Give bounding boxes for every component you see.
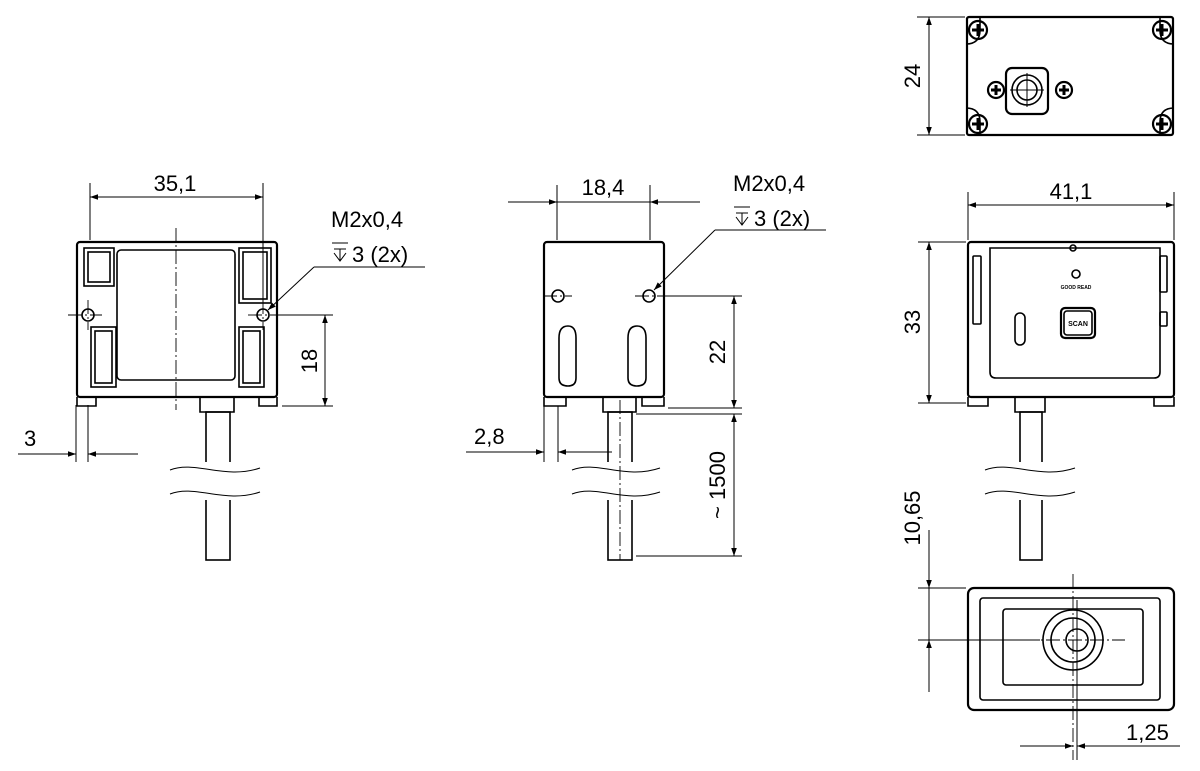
front-thread-line2: 3 (2x) <box>352 242 408 267</box>
screw-icon <box>986 80 1006 100</box>
side-thread-line2: 3 (2x) <box>754 206 810 231</box>
side-height-label: 22 <box>705 340 730 364</box>
screw-icon <box>1151 113 1173 135</box>
screw-icon <box>1151 19 1173 41</box>
depth-icon <box>734 206 750 226</box>
side-view: 18,4 22 ~ 1500 2,8 M2x0,4 3 (2x) <box>466 171 826 561</box>
led-label: GOOD READ <box>1061 285 1092 291</box>
rear-height-label: 33 <box>900 310 925 334</box>
front-width-label: 35,1 <box>154 171 197 196</box>
front-view: 35,1 18 3 M2x0,4 3 (2x) <box>18 171 425 561</box>
front-thread-line1: M2x0,4 <box>331 207 403 232</box>
screw-icon <box>1054 80 1074 100</box>
bottom-vertical-offset-label: 10,65 <box>900 490 925 545</box>
top-view: 24 <box>900 15 1175 137</box>
side-offset-label: 2,8 <box>474 424 505 449</box>
side-thread-line1: M2x0,4 <box>733 171 805 196</box>
front-height-label: 18 <box>297 349 322 373</box>
screw-icon <box>967 113 989 135</box>
bottom-view: 10,65 1,25 <box>900 490 1180 760</box>
top-height-label: 24 <box>900 64 925 88</box>
rear-view: GOOD READ SCAN 41,1 33 <box>900 179 1176 561</box>
front-offset-label: 3 <box>24 426 36 451</box>
rear-width-label: 41,1 <box>1050 179 1093 204</box>
side-cable-length-label: ~ 1500 <box>705 451 730 519</box>
side-width-label: 18,4 <box>582 175 625 200</box>
scan-button-label: SCAN <box>1068 321 1088 328</box>
bottom-horizontal-offset-label: 1,25 <box>1126 720 1169 745</box>
depth-icon <box>332 242 348 262</box>
screw-icon <box>967 19 989 41</box>
